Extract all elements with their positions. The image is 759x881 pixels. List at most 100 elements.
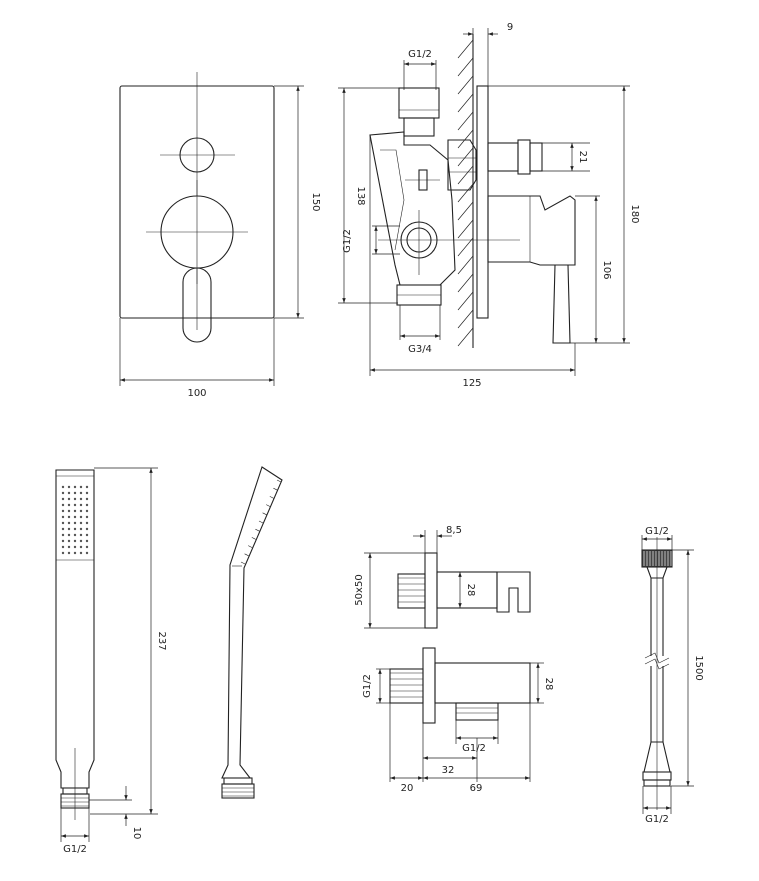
total-depth-label: 125 [462, 378, 481, 389]
nozzle-dot [73, 515, 77, 519]
nozzle-dot [73, 521, 77, 525]
spray-tick [262, 512, 267, 516]
nozzle-dot [61, 539, 65, 543]
nozzle-dot [85, 527, 89, 531]
hand-shower-front: 237 10 G1/2 [55, 467, 167, 855]
nozzle-dot [61, 527, 65, 531]
nozzle-dot [67, 521, 71, 525]
elbow-total-label: 69 [470, 783, 483, 794]
nozzle-dot [67, 533, 71, 537]
outlet-bottom-label: G3/4 [408, 344, 432, 355]
nozzle-dot [61, 497, 65, 501]
spray-nozzles [61, 485, 89, 555]
side-view-mixer-body: 9 G1/2 138 G1/2 21 G3/4 180 106 [338, 22, 640, 389]
nozzle-dot [61, 515, 65, 519]
nozzle-dot [79, 509, 83, 513]
nozzle-dot [73, 509, 77, 513]
inlet-top-label: G1/2 [408, 49, 432, 60]
nozzle-dot [73, 497, 77, 501]
nozzle-dot [85, 551, 89, 555]
nozzle-dot [79, 515, 83, 519]
nozzle-dot [61, 509, 65, 513]
nozzle-dot [67, 503, 71, 507]
wall-gap-label: 9 [507, 22, 513, 33]
nozzle-dot [73, 503, 77, 507]
spray-tick [276, 479, 282, 483]
nozzle-dot [85, 545, 89, 549]
nozzle-dot [73, 485, 77, 489]
spray-tick [248, 545, 253, 548]
nozzle-dot [67, 515, 71, 519]
nozzle-dot [73, 551, 77, 555]
nozzle-dot [61, 503, 65, 507]
front-view-cover-plate: 150 100 [119, 72, 321, 399]
nozzle-dot [61, 551, 65, 555]
nozzle-dot [61, 521, 65, 525]
spray-tick [269, 496, 274, 499]
nozzle-dot [79, 539, 83, 543]
nozzle-dot [67, 551, 71, 555]
nozzle-dot [79, 485, 83, 489]
hand-length-label: 237 [156, 631, 167, 650]
nozzle-dot [61, 545, 65, 549]
holder-height-label: 28 [465, 584, 476, 597]
spray-tick [240, 561, 246, 565]
nozzle-dot [79, 503, 83, 507]
hand-shower-side [221, 466, 283, 799]
hose-top-knurl [643, 551, 672, 566]
spray-tick [273, 487, 278, 491]
holder-flange-label: 50x50 [354, 574, 365, 605]
nozzle-dot [85, 533, 89, 537]
holder-offset-label: 8,5 [446, 525, 462, 536]
spray-tick [251, 537, 256, 540]
nozzle-dot [85, 539, 89, 543]
spray-tick [244, 553, 249, 557]
wall-elbow-outlet: G1/2 28 G1/2 32 20 69 [362, 647, 554, 794]
nozzle-dot [73, 527, 77, 531]
hose-top-label: G1/2 [645, 526, 669, 537]
nozzle-dot [79, 545, 83, 549]
nozzle-dot [61, 485, 65, 489]
plate-width-label: 100 [187, 388, 206, 399]
elbow-flange-label: 20 [401, 783, 414, 794]
nozzle-dot [61, 491, 65, 495]
spray-tick [255, 528, 260, 532]
body-height-label: 138 [355, 186, 366, 205]
wall-hatching [457, 39, 474, 347]
nozzle-dot [67, 509, 71, 513]
spray-tick [266, 504, 271, 507]
nozzle-dot [73, 545, 77, 549]
nozzle-dot [67, 491, 71, 495]
wall-holder: 8,5 50x50 28 [354, 525, 531, 629]
nozzle-dot [85, 485, 89, 489]
nozzle-dot [67, 497, 71, 501]
nozzle-dot [67, 485, 71, 489]
hose-length-label: 1500 [693, 655, 704, 680]
hose-bottom-label: G1/2 [645, 814, 669, 825]
nozzle-dot [85, 497, 89, 501]
nozzle-dot [61, 533, 65, 537]
nozzle-dot [73, 539, 77, 543]
nozzle-dot [67, 539, 71, 543]
nozzle-dot [85, 491, 89, 495]
side-spray-ticks [240, 479, 282, 565]
shower-hose: G1/2 1500 G1/2 [641, 526, 704, 825]
nozzle-dot [79, 491, 83, 495]
elbow-inlet-label: G1/2 [362, 674, 373, 698]
nozzle-dot [73, 533, 77, 537]
nozzle-dot [85, 521, 89, 525]
elbow-height-label: 28 [543, 678, 554, 691]
elbow-inner-label: 32 [442, 765, 455, 776]
side-outlet-label: G1/2 [342, 229, 353, 253]
overall-height-label: 180 [629, 204, 640, 223]
nozzle-dot [79, 533, 83, 537]
nipple-diameter-label: 21 [577, 151, 588, 164]
plate-height-label: 150 [310, 192, 321, 211]
hand-thread-length-label: 10 [131, 827, 142, 840]
nozzle-dot [85, 515, 89, 519]
spray-tick [258, 520, 264, 524]
nozzle-dot [79, 521, 83, 525]
nozzle-dot [85, 503, 89, 507]
nozzle-dot [79, 551, 83, 555]
